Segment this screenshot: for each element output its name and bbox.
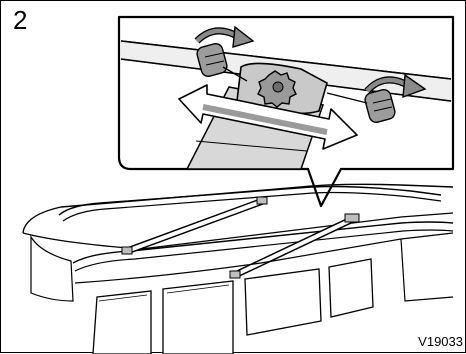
roof-surface bbox=[23, 213, 453, 249]
windshield-outline bbox=[31, 237, 73, 301]
vehicle-roof bbox=[23, 184, 453, 354]
detail-callout bbox=[119, 17, 453, 206]
step-number: 2 bbox=[13, 7, 27, 33]
figure-code: V19033 bbox=[418, 335, 463, 348]
roof-rail-front bbox=[73, 222, 453, 263]
